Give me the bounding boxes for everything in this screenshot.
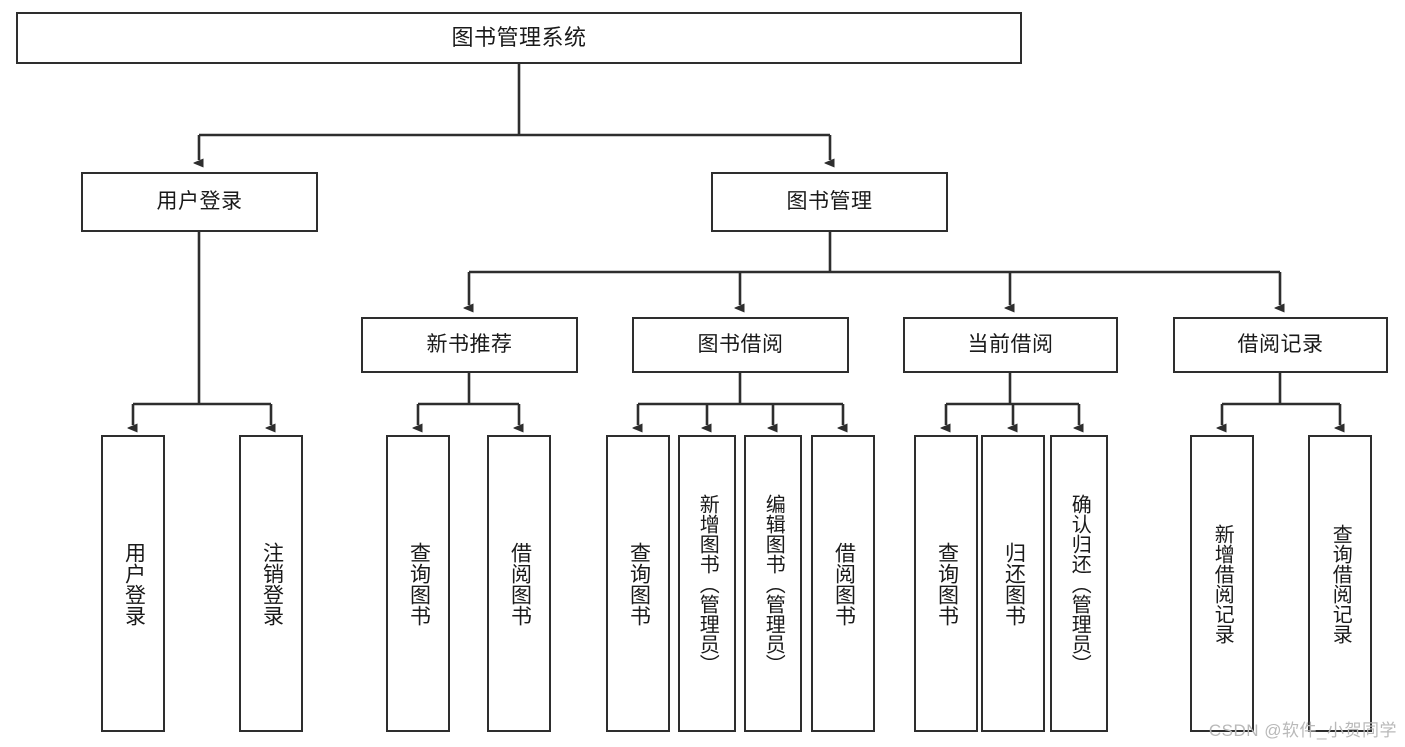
- node-label: 编辑图书（管理员）: [762, 493, 785, 674]
- node-label: 注销登录: [260, 541, 284, 626]
- node-label: 新书推荐: [426, 333, 513, 357]
- node-label: 借阅记录: [1237, 333, 1324, 357]
- node-label: 查询图书: [935, 541, 959, 626]
- node-leaf-edit-book-admin[interactable]: 编辑图书（管理员）: [744, 435, 802, 732]
- node-book-management[interactable]: 图书管理: [711, 172, 948, 232]
- node-label: 图书管理系统: [451, 24, 587, 50]
- node-leaf-user-login[interactable]: 用户登录: [101, 435, 165, 732]
- node-leaf-confirm-return-admin[interactable]: 确认归还（管理员）: [1050, 435, 1108, 732]
- node-label: 查询图书: [407, 541, 431, 626]
- node-new-book-recommend[interactable]: 新书推荐: [361, 317, 578, 373]
- node-label: 新增图书（管理员）: [696, 493, 719, 674]
- node-borrow-record[interactable]: 借阅记录: [1173, 317, 1388, 373]
- node-label: 确认归还（管理员）: [1068, 493, 1091, 674]
- node-leaf-return-book[interactable]: 归还图书: [981, 435, 1045, 732]
- node-user-login[interactable]: 用户登录: [81, 172, 318, 232]
- node-label: 用户登录: [156, 190, 243, 214]
- node-label: 查询图书: [627, 541, 651, 626]
- node-current-borrow[interactable]: 当前借阅: [903, 317, 1118, 373]
- node-label: 图书管理: [786, 190, 873, 214]
- node-label: 归还图书: [1002, 541, 1026, 626]
- node-book-borrow[interactable]: 图书借阅: [632, 317, 849, 373]
- node-leaf-add-borrow-record[interactable]: 新增借阅记录: [1190, 435, 1254, 732]
- node-root-book-management-system[interactable]: 图书管理系统: [16, 12, 1022, 64]
- node-leaf-query-borrow-record[interactable]: 查询借阅记录: [1308, 435, 1372, 732]
- node-leaf-query-book[interactable]: 查询图书: [606, 435, 670, 732]
- node-label: 图书借阅: [697, 333, 784, 357]
- node-label: 借阅图书: [832, 541, 856, 626]
- node-leaf-query-book-recommend[interactable]: 查询图书: [386, 435, 450, 732]
- node-leaf-borrow-book-recommend[interactable]: 借阅图书: [487, 435, 551, 732]
- node-label: 查询借阅记录: [1329, 523, 1352, 644]
- node-leaf-add-book-admin[interactable]: 新增图书（管理员）: [678, 435, 736, 732]
- node-leaf-query-book-current[interactable]: 查询图书: [914, 435, 978, 732]
- node-leaf-logout[interactable]: 注销登录: [239, 435, 303, 732]
- node-label: 新增借阅记录: [1211, 523, 1234, 644]
- node-label: 当前借阅: [967, 333, 1054, 357]
- node-label: 用户登录: [122, 541, 146, 626]
- node-label: 借阅图书: [508, 541, 532, 626]
- node-leaf-borrow-book[interactable]: 借阅图书: [811, 435, 875, 732]
- watermark-text: CSDN @软件_小贺同学: [1208, 721, 1397, 740]
